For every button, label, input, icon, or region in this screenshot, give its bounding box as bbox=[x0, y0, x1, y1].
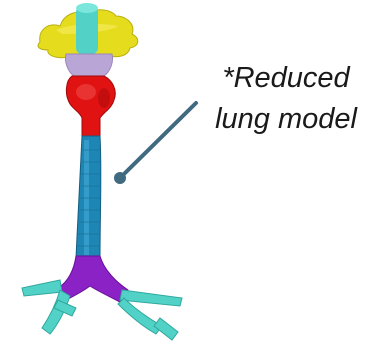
red-region-highlight bbox=[76, 84, 96, 100]
inlet-cylinder-body bbox=[76, 6, 98, 54]
red-region bbox=[66, 76, 115, 138]
inlet-cylinder bbox=[76, 3, 98, 54]
inlet-cylinder-top bbox=[76, 3, 98, 13]
red-region-shade bbox=[98, 88, 110, 108]
lavender-region-body bbox=[65, 54, 112, 76]
callout-leader bbox=[114, 103, 196, 184]
left-bronchus-upper bbox=[22, 280, 62, 296]
model-annotation: *Reduced lung model bbox=[206, 58, 366, 140]
annotation-line-1: *Reduced bbox=[206, 58, 366, 99]
leader-line bbox=[121, 103, 196, 177]
blue-region bbox=[76, 136, 101, 258]
leader-dot bbox=[114, 172, 126, 184]
right-bronchus-tip bbox=[154, 318, 178, 340]
annotation-line-2: lung model bbox=[206, 99, 366, 140]
lavender-region bbox=[65, 54, 112, 76]
